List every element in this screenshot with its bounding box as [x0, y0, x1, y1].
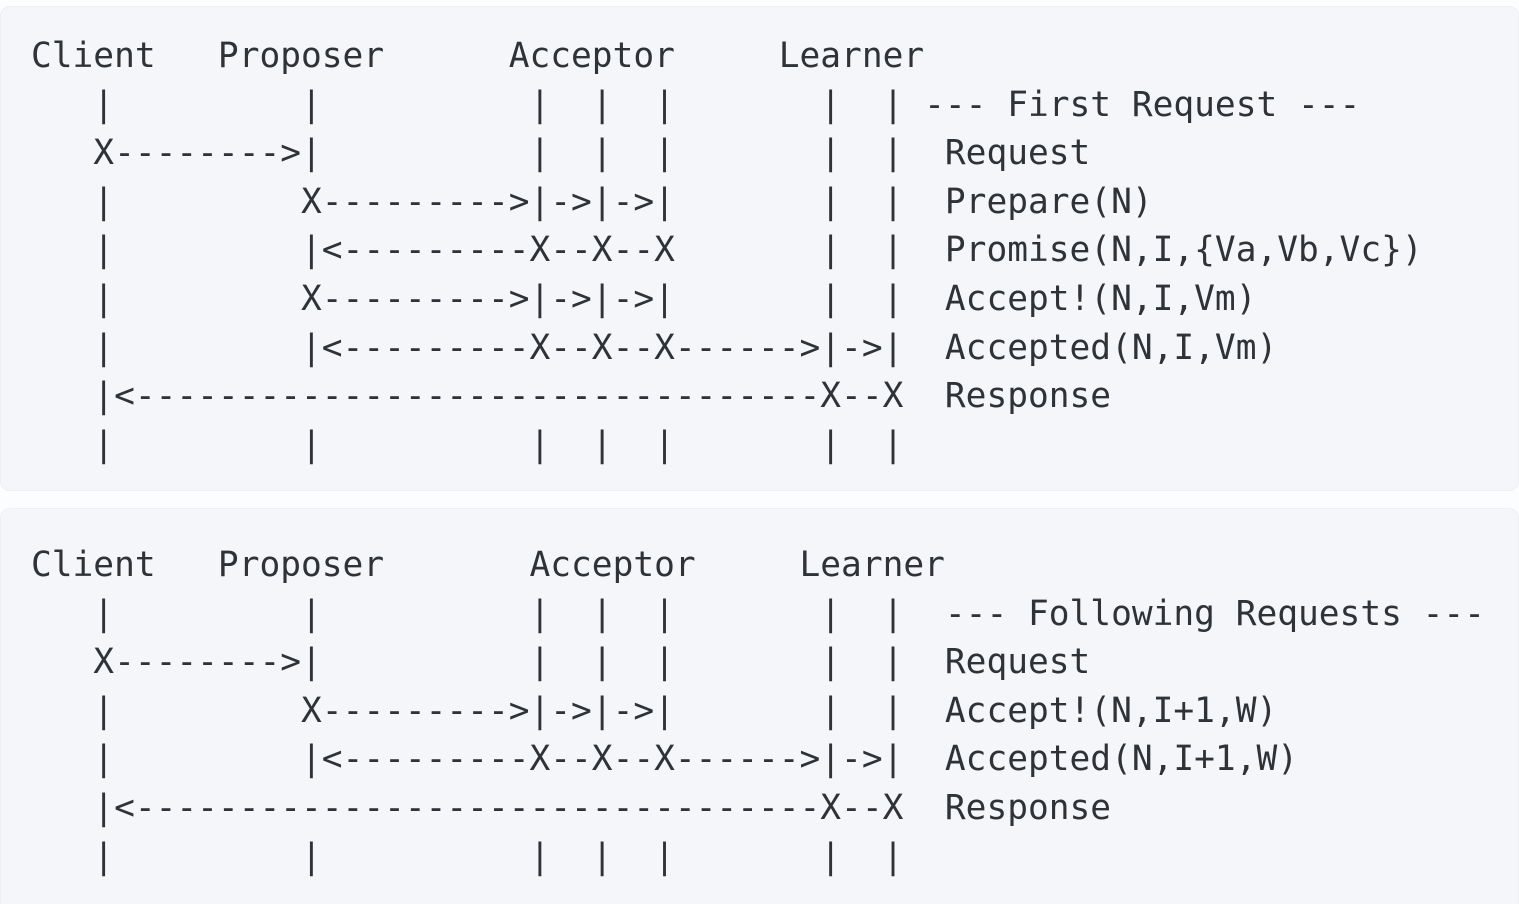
- diagram-line-accept: | X--------->|->|->| | | Accept!(N,I+1,W…: [31, 690, 1278, 731]
- diagram-line-lifelines-footer: | | | | | | |: [31, 424, 904, 465]
- diagram-line-lifelines-footer: | | | | | | |: [31, 836, 904, 877]
- diagram-line-request: X-------->| | | | | | Request: [31, 133, 1091, 174]
- diagram-line-accept: | X--------->|->|->| | | Accept!(N,I,Vm): [31, 278, 1257, 319]
- diagram-line-accepted: | |<---------X--X--X------>|->| Accepted…: [31, 327, 1278, 368]
- diagram-line-actors-header: Client Proposer Acceptor Learner: [31, 36, 925, 76]
- first-request-code-block: Client Proposer Acceptor Learner | | | |…: [0, 6, 1519, 491]
- diagram-line-title-following-requests: | | | | | | | --- Following Requests ---: [31, 593, 1485, 634]
- diagram-line-prepare: | X--------->|->|->| | | Prepare(N): [31, 181, 1153, 222]
- following-requests-code-block: Client Proposer Acceptor Learner | | | |…: [0, 508, 1519, 904]
- ascii-sequence-diagram-first-request: Client Proposer Acceptor Learner | | | |…: [1, 7, 1518, 469]
- diagram-line-response: |<---------------------------------X--X …: [31, 376, 1112, 417]
- diagram-line-request: X-------->| | | | | | Request: [31, 642, 1091, 683]
- diagram-line-accepted: | |<---------X--X--X------>|->| Accepted…: [31, 739, 1299, 780]
- diagram-line-response: |<---------------------------------X--X …: [31, 787, 1112, 828]
- diagram-line-actors-header: Client Proposer Acceptor Learner: [31, 545, 945, 585]
- diagram-line-promise: | |<---------X--X--X | | Promise(N,I,{Va…: [31, 230, 1423, 271]
- diagram-line-title-first-request: | | | | | | | --- First Request ---: [31, 84, 1361, 125]
- ascii-sequence-diagram-following-requests: Client Proposer Acceptor Learner | | | |…: [1, 509, 1518, 881]
